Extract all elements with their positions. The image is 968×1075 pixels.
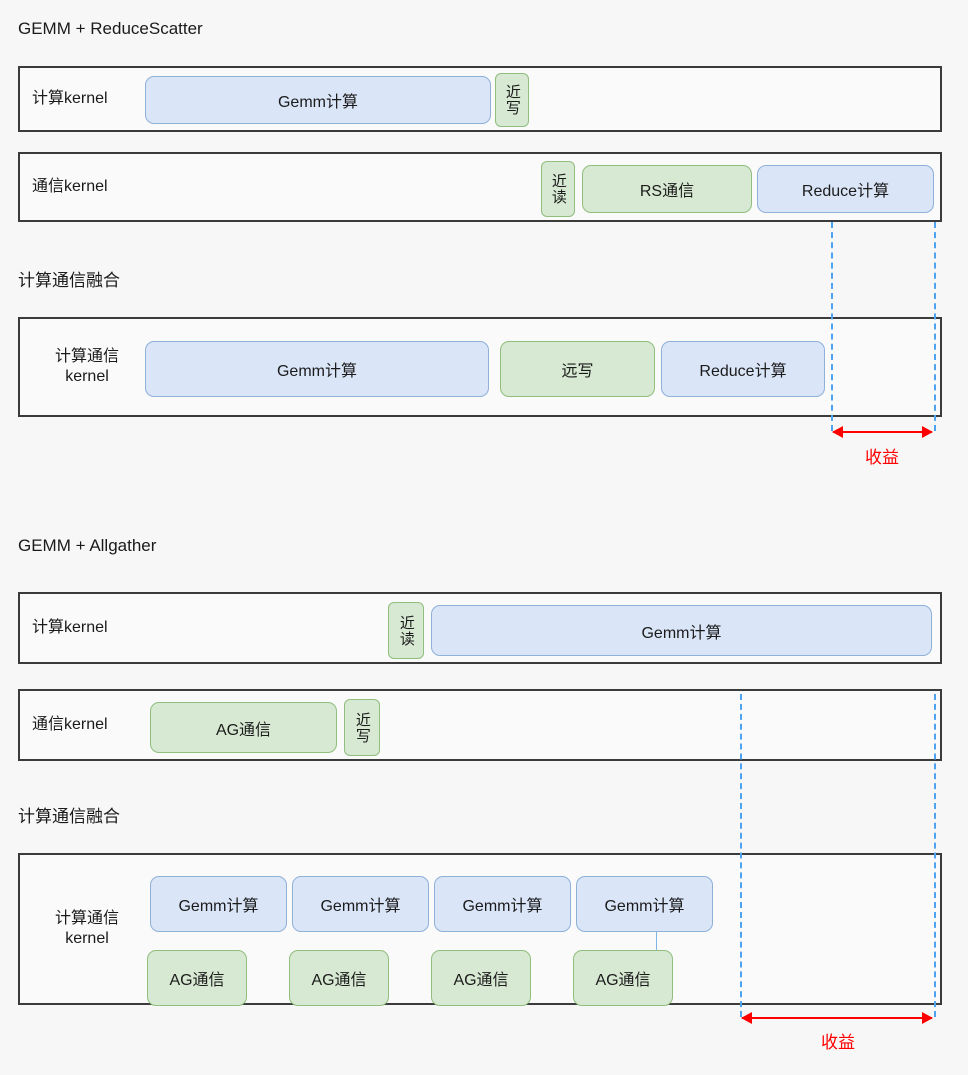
lane-label-fused-kernel: 计算通信 kernel: [28, 347, 146, 387]
block-gemm-compute[interactable]: Gemm计算: [145, 76, 491, 124]
block-near-read[interactable]: 近读: [541, 161, 575, 217]
lane-label-fused-kernel-ag: 计算通信 kernel: [28, 909, 146, 949]
block-reduce-compute[interactable]: Reduce计算: [757, 165, 934, 213]
block-fused-gemm-compute-3[interactable]: Gemm计算: [434, 876, 571, 932]
block-fused-ag-comm-3[interactable]: AG通信: [431, 950, 531, 1006]
lane-label-compute-kernel: 计算kernel: [32, 90, 108, 107]
lane-comm-kernel-rs: 通信kernel 近读 RS通信 Reduce计算: [18, 152, 942, 222]
guide-line-fused-end-ag: [740, 694, 742, 1017]
benefit-label-ag: 收益: [821, 1033, 855, 1052]
block-near-read-ag-label: 近读: [397, 614, 415, 647]
benefit-arrow-ag: [741, 1012, 933, 1024]
block-fused-gemm-compute[interactable]: Gemm计算: [145, 341, 489, 397]
lane-fused-kernel-ag: 计算通信 kernel Gemm计算 Gemm计算 Gemm计算 Gemm计算 …: [18, 853, 942, 1006]
block-near-write[interactable]: 近写: [495, 73, 529, 127]
block-near-write-ag[interactable]: 近写: [344, 699, 380, 756]
block-rs-comm[interactable]: RS通信: [582, 165, 752, 213]
guide-line-baseline-end-ag: [934, 694, 936, 1017]
block-fused-ag-comm-2[interactable]: AG通信: [289, 950, 389, 1006]
fused-caption-rs: 计算通信融合: [18, 271, 120, 290]
lane-label-comm-kernel: 通信kernel: [32, 178, 108, 195]
block-fused-reduce-compute[interactable]: Reduce计算: [661, 341, 825, 397]
section-caption-gemm-allgather: GEMM + Allgather: [18, 536, 157, 555]
lane-compute-kernel-ag: 计算kernel 近读 Gemm计算: [18, 592, 942, 664]
section-caption-gemm-reducescatter: GEMM + ReduceScatter: [18, 19, 203, 38]
block-fused-ag-comm-4[interactable]: AG通信: [573, 950, 673, 1006]
lane-comm-kernel-ag: 通信kernel AG通信 近写: [18, 689, 942, 761]
lane-label-fused-ag-line1: 计算通信: [54, 910, 119, 927]
block-near-read-label: 近读: [549, 173, 567, 205]
guide-line-baseline-end-rs: [934, 222, 936, 431]
guide-line-fused-end-rs: [831, 222, 833, 431]
block-near-read-ag[interactable]: 近读: [388, 602, 424, 659]
block-fused-gemm-compute-1[interactable]: Gemm计算: [150, 876, 287, 932]
lane-label-fused-line2: kernel: [65, 368, 109, 385]
block-near-write-ag-label: 近写: [353, 711, 371, 744]
lane-label-fused-line1: 计算通信: [54, 348, 119, 365]
benefit-arrow-rs: [832, 426, 933, 438]
block-near-write-label: 近写: [503, 84, 521, 116]
block-ag-comm[interactable]: AG通信: [150, 702, 337, 753]
lane-fused-kernel-rs: 计算通信 kernel Gemm计算 远写 Reduce计算: [18, 317, 942, 417]
lane-compute-kernel-rs: 计算kernel Gemm计算 近写: [18, 66, 942, 132]
block-gemm-compute-ag[interactable]: Gemm计算: [431, 605, 932, 656]
block-fused-gemm-compute-4[interactable]: Gemm计算: [576, 876, 713, 932]
lane-label-comm-kernel-ag: 通信kernel: [32, 716, 108, 733]
fused-caption-ag: 计算通信融合: [18, 807, 120, 826]
lane-label-fused-ag-line2: kernel: [65, 930, 109, 947]
block-fused-gemm-compute-2[interactable]: Gemm计算: [292, 876, 429, 932]
benefit-label-rs: 收益: [865, 448, 899, 467]
connector-gemm4-to-ag4: [656, 932, 657, 957]
block-fused-remote-write[interactable]: 远写: [500, 341, 655, 397]
lane-label-compute-kernel-ag: 计算kernel: [32, 619, 108, 636]
block-fused-ag-comm-1[interactable]: AG通信: [147, 950, 247, 1006]
